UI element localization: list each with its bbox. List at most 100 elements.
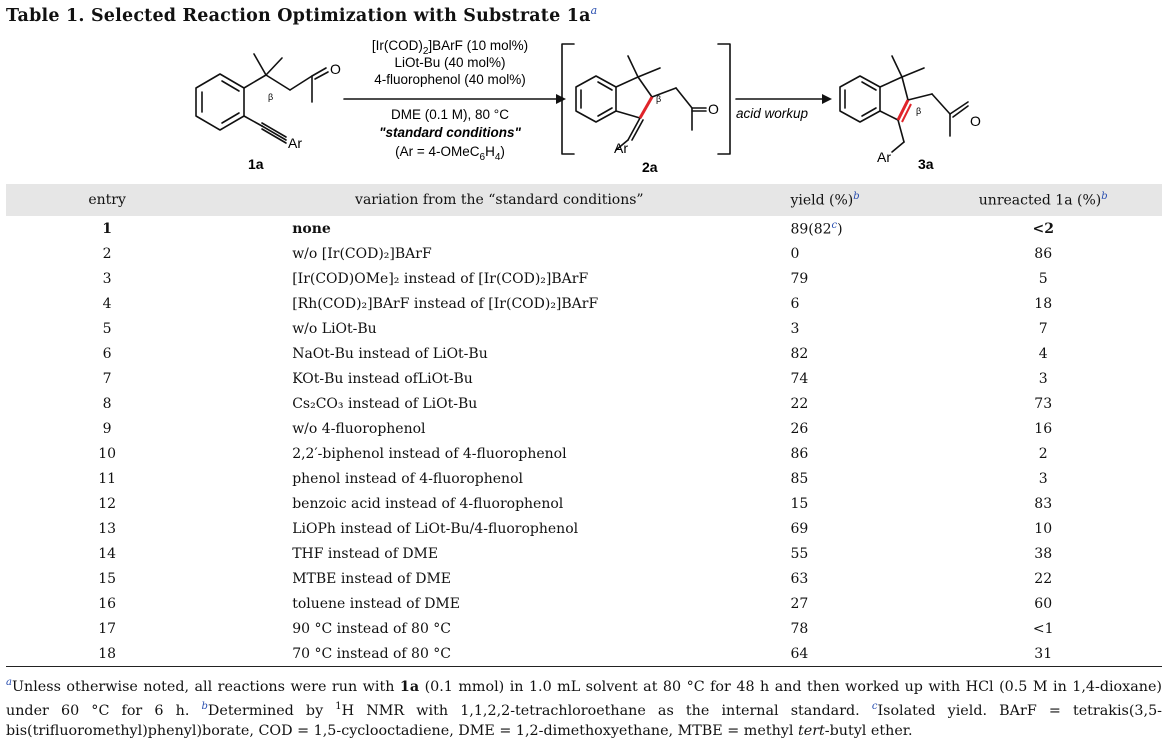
yield-cell: 63 xyxy=(790,570,809,587)
compound-1a-structure xyxy=(195,53,329,144)
optimization-table: entry variation from the “standard condi… xyxy=(6,184,1162,667)
yield-cell: 55 xyxy=(790,545,809,562)
compound-2a-structure xyxy=(575,55,707,151)
yield-cell: 64 xyxy=(790,641,925,667)
label-oxygen-2a: O xyxy=(708,101,719,117)
unreacted-cell: 31 xyxy=(924,641,1162,667)
entry-cell: 7 xyxy=(102,370,112,387)
unreacted-cell: 22 xyxy=(1034,570,1053,587)
unreacted-cell: 83 xyxy=(1034,495,1053,512)
table-row: 9 w/o 4-fluorophenol 26 16 xyxy=(6,416,1162,441)
variation-cell: MTBE instead of DME xyxy=(292,570,452,587)
conditions-standard-label: "standard conditions" xyxy=(379,125,521,140)
yield-cell: 78 xyxy=(790,620,809,637)
variation-cell: toluene instead of DME xyxy=(292,595,460,612)
entry-cell: 10 xyxy=(98,445,117,462)
label-beta-3a: β xyxy=(916,106,921,116)
yield-cell: 85 xyxy=(790,470,809,487)
highlight-bond-3a xyxy=(896,99,910,121)
entry-cell: 2 xyxy=(102,245,112,262)
label-ar-2a: Ar xyxy=(614,140,628,156)
entry-cell: 5 xyxy=(102,320,112,337)
label-beta-2a: β xyxy=(656,94,661,104)
table-header-row: entry variation from the “standard condi… xyxy=(6,184,1162,216)
title-text: Table 1. Selected Reaction Optimization … xyxy=(6,5,591,26)
entry-cell: 8 xyxy=(102,395,112,412)
footnote-c-mark: c xyxy=(871,700,878,712)
entry-cell: 12 xyxy=(98,495,117,512)
entry-cell: 9 xyxy=(102,420,112,437)
unreacted-cell: 5 xyxy=(1038,270,1048,287)
entry-cell: 1 xyxy=(102,220,112,237)
unreacted-cell: 10 xyxy=(1034,520,1053,537)
entry-cell: 11 xyxy=(98,470,117,487)
yield-cell: 89(82c) xyxy=(790,219,843,238)
variation-cell: w/o [Ir(COD)₂]BArF xyxy=(292,245,432,262)
header-variation: variation from the “standard conditions” xyxy=(208,184,791,216)
yield-cell: 74 xyxy=(790,370,809,387)
yield-cell: 22 xyxy=(790,395,809,412)
unreacted-cell: 86 xyxy=(1034,245,1053,262)
conditions-ar-definition: (Ar = 4-OMeC6H4) xyxy=(395,144,505,163)
label-oxygen-3a: O xyxy=(970,113,981,129)
yield-cell: 15 xyxy=(790,495,809,512)
header-entry: entry xyxy=(6,184,209,216)
yield-cell: 27 xyxy=(790,595,809,612)
table-row: 15 MTBE instead of DME 63 22 xyxy=(6,566,1162,591)
title-footnote-mark: a xyxy=(590,4,598,17)
variation-cell: LiOPh instead of LiOt-Bu/4-fluorophenol xyxy=(292,520,579,537)
variation-cell: phenol instead of 4-fluorophenol xyxy=(292,470,523,487)
unreacted-cell: 18 xyxy=(1034,295,1053,312)
entry-cell: 18 xyxy=(6,641,209,667)
unreacted-cell: 38 xyxy=(1034,545,1053,562)
table-row: 16 toluene instead of DME 27 60 xyxy=(6,591,1162,616)
variation-cell: w/o LiOt-Bu xyxy=(292,320,377,337)
unreacted-cell: 16 xyxy=(1034,420,1053,437)
yield-cell: 6 xyxy=(790,295,800,312)
yield-cell: 26 xyxy=(790,420,809,437)
variation-cell: [Ir(COD)OMe]₂ instead of [Ir(COD)₂]BArF xyxy=(292,270,589,287)
unreacted-cell: 73 xyxy=(1034,395,1053,412)
unreacted-cell: 3 xyxy=(1038,370,1048,387)
entry-cell: 14 xyxy=(98,545,117,562)
table-row: 13 LiOPh instead of LiOt-Bu/4-fluoropheno… xyxy=(6,516,1162,541)
variation-cell: THF instead of DME xyxy=(292,545,439,562)
table-row: 14 THF instead of DME 55 38 xyxy=(6,541,1162,566)
entry-cell: 13 xyxy=(98,520,117,537)
entry-cell: 4 xyxy=(102,295,112,312)
unreacted-cell: <2 xyxy=(1032,220,1054,237)
entry-cell: 16 xyxy=(98,595,117,612)
right-bracket xyxy=(717,43,731,155)
reaction-scheme: O β Ar 1a O β Ar 2a O β Ar 3a [Ir(COD)2]… xyxy=(195,38,981,175)
entry-cell: 15 xyxy=(98,570,117,587)
variation-cell: 2,2′-biphenol instead of 4-fluorophenol xyxy=(292,445,567,462)
yield-cell: 0 xyxy=(790,245,800,262)
header-unreacted: unreacted 1a (%)b xyxy=(924,184,1162,216)
yield-cell: 69 xyxy=(790,520,809,537)
variation-cell: w/o 4-fluorophenol xyxy=(292,420,426,437)
conditions-catalyst: [Ir(COD)2]BArF (10 mol%) xyxy=(372,38,528,57)
label-compound-3a: 3a xyxy=(918,156,934,172)
conditions-base: LiOt-Bu (40 mol%) xyxy=(394,55,505,70)
entry-cell: 17 xyxy=(98,620,117,637)
acid-workup-label: acid workup xyxy=(736,106,809,121)
variation-cell: NaOt-Bu instead of LiOt-Bu xyxy=(292,345,488,362)
variation-cell: 70 °C instead of 80 °C xyxy=(208,641,791,667)
variation-cell: benzoic acid instead of 4-fluorophenol xyxy=(292,495,564,512)
label-compound-2a: 2a xyxy=(642,159,658,175)
table-row: 7 KOt-Bu instead ofLiOt-Bu 74 3 xyxy=(6,366,1162,391)
highlight-bond-2a xyxy=(638,96,654,119)
unreacted-cell: 60 xyxy=(1034,595,1053,612)
label-compound-1a: 1a xyxy=(248,156,264,172)
table-row: 3[Ir(COD)OMe]₂ instead of [Ir(COD)₂]BArF… xyxy=(6,266,1162,291)
variation-cell: 90 °C instead of 80 °C xyxy=(292,620,452,637)
variation-cell: KOt-Bu instead ofLiOt-Bu xyxy=(292,370,473,387)
yield-cell: 86 xyxy=(790,445,809,462)
